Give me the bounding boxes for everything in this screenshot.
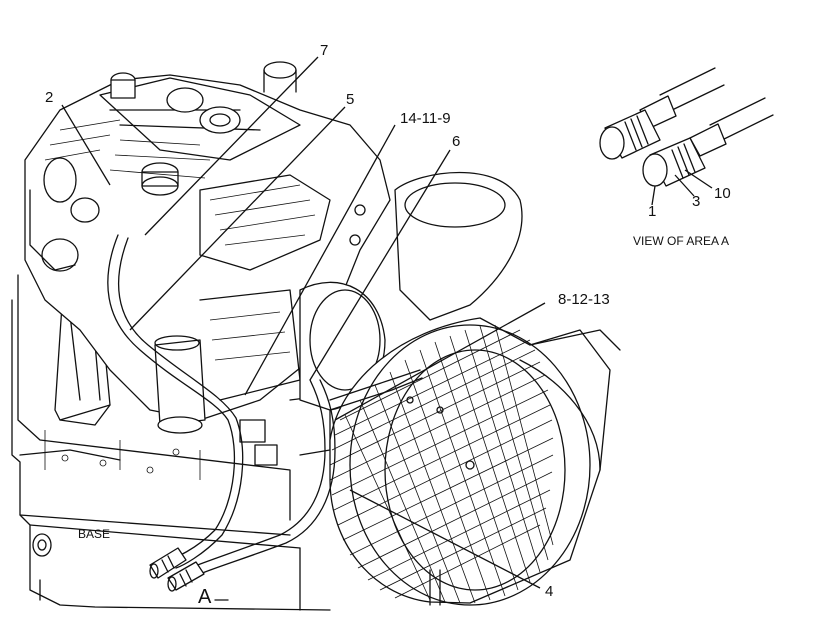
callout-14-11-9: 14-11-9	[400, 110, 451, 127]
callout-2: 2	[45, 89, 53, 106]
leader-lines	[61, 56, 546, 589]
fuel-hose	[107, 234, 423, 575]
base-frame	[11, 274, 331, 611]
callout-5: 5	[346, 91, 354, 108]
hose-fitting	[149, 547, 205, 592]
detail-callout-10: 10	[714, 185, 731, 202]
engine-block	[24, 61, 391, 466]
base-label: BASE	[78, 527, 110, 541]
detail-view-area-a	[599, 67, 774, 206]
detail-callout-3: 3	[692, 193, 700, 210]
callout-8-12-13: 8-12-13	[558, 291, 610, 308]
view-of-area-label: VIEW OF AREA A	[633, 234, 729, 248]
detail-callout-1: 1	[648, 203, 656, 220]
callout-6: 6	[452, 133, 460, 150]
area-marker-a: A	[198, 586, 212, 608]
callout-7: 7	[320, 42, 328, 59]
callout-4: 4	[545, 583, 553, 600]
